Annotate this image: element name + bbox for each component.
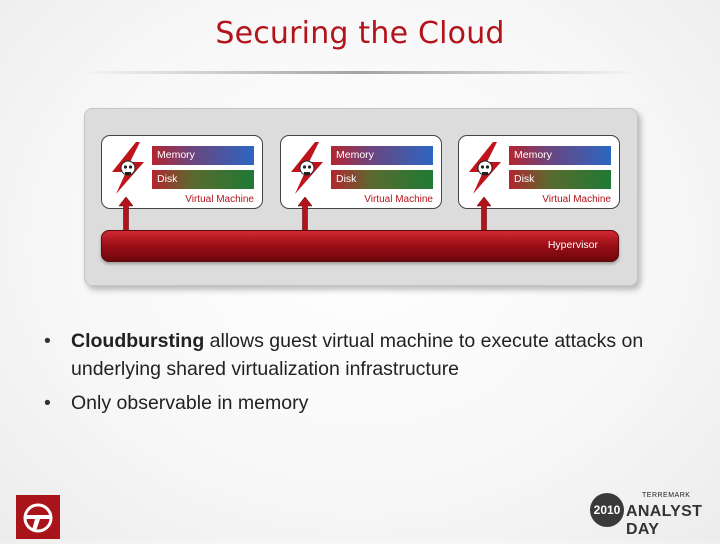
vm-caption: Virtual Machine (364, 194, 433, 205)
slide-title: Securing the Cloud (215, 16, 505, 51)
event-text: ANALYST DAY (626, 503, 703, 538)
up-arrow-icon (477, 197, 491, 237)
cloud-diagram: Memory Disk Virtual Machine Memory Disk … (84, 108, 638, 286)
disk-bar: Disk (509, 170, 611, 189)
skull-lightning-icon (291, 142, 323, 194)
year-badge: 2010 (590, 493, 624, 527)
virtual-machine-1: Memory Disk Virtual Machine (101, 135, 263, 209)
bullet-text: allows guest virtual machine to execute … (71, 330, 644, 380)
hypervisor-bar: Hypervisor (101, 230, 619, 262)
memory-bar: Memory (509, 146, 611, 165)
double-arrow-icon (119, 197, 133, 245)
bullet-item: Only observable in memory (44, 389, 694, 417)
bullet-bold: Cloudbursting (71, 330, 205, 352)
bullet-text: Only observable in memory (71, 392, 309, 414)
brand-text: TERREMARK (642, 492, 691, 499)
bullet-item: Cloudbursting allows guest virtual machi… (44, 327, 694, 383)
disk-bar: Disk (152, 170, 254, 189)
up-arrow-icon (298, 197, 312, 237)
skull-lightning-icon (469, 142, 501, 194)
disk-bar: Disk (331, 170, 433, 189)
bullet-list: Cloudbursting allows guest virtual machi… (44, 327, 694, 423)
hypervisor-label: Hypervisor (547, 239, 598, 251)
virtual-machine-3: Memory Disk Virtual Machine (458, 135, 620, 209)
terremark-logo-icon (16, 495, 60, 539)
virtual-machine-2: Memory Disk Virtual Machine (280, 135, 442, 209)
title-divider (80, 71, 640, 74)
analyst-day-logo: 2010 TERREMARK ANALYST DAY (590, 490, 710, 538)
memory-bar: Memory (331, 146, 433, 165)
vm-caption: Virtual Machine (185, 194, 254, 205)
memory-bar: Memory (152, 146, 254, 165)
skull-lightning-icon (112, 142, 144, 194)
vm-caption: Virtual Machine (542, 194, 611, 205)
